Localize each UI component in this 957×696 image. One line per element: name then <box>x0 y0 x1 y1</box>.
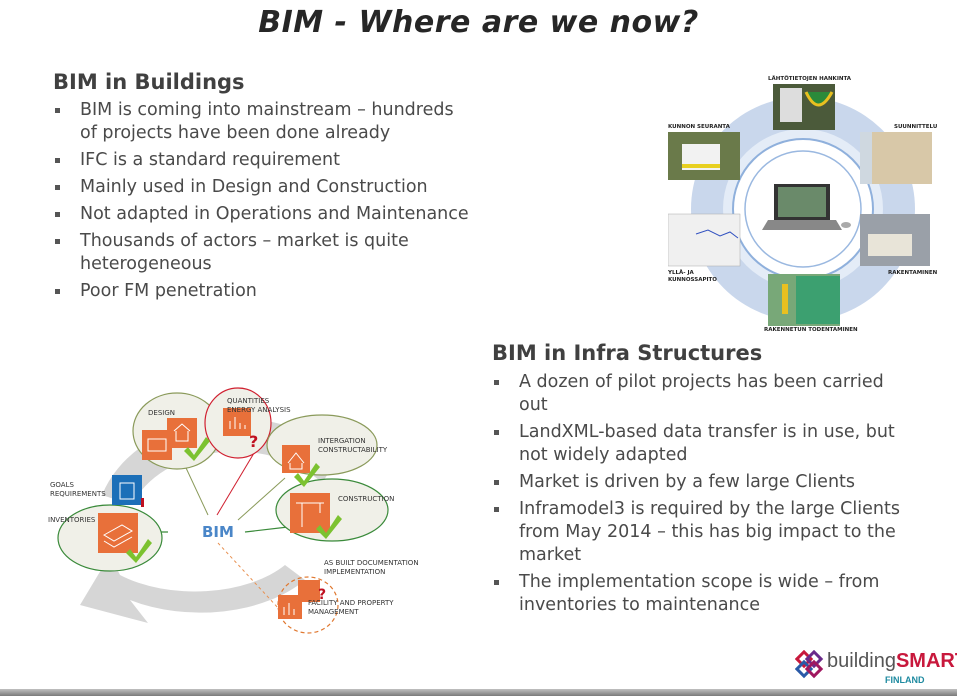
buildings-heading: BIM in Buildings <box>53 70 245 94</box>
bullet-item: Poor FM penetration <box>53 280 473 303</box>
infra-heading: BIM in Infra Structures <box>492 341 763 365</box>
lifecycle-arrow-icon <box>80 555 305 623</box>
cycle-label-bottom-right: RAKENTAMINEN <box>888 270 938 276</box>
bullet-item: BIM is coming into mainstream – hundreds… <box>53 99 473 145</box>
node-quantities: QUANTITIES ENERGY ANALYSIS <box>227 397 291 414</box>
crane-tile-icon <box>290 493 330 533</box>
question-icon: ? <box>318 587 326 603</box>
photo-maintenance <box>667 213 741 267</box>
cycle-label-top-right: SUUNNITTELU <box>894 124 938 130</box>
bullet-item: The implementation scope is wide – from … <box>492 571 912 617</box>
node-construction: CONSTRUCTION <box>338 495 395 503</box>
node-integration: INTERGATION CONSTRUCTABILITY <box>318 437 388 454</box>
bim-lifecycle-diagram: ? ? DESIGN QUANTITIES ENERGY ANALYSIS IN… <box>40 385 440 660</box>
bullet-item: Mainly used in Design and Construction <box>53 176 473 199</box>
buildings-bullet-list: BIM is coming into mainstream – hundreds… <box>53 99 473 307</box>
logo-name-prefix: building <box>827 650 896 672</box>
question-icon: ? <box>249 432 258 451</box>
bullet-item: Inframodel3 is required by the large Cli… <box>492 498 912 567</box>
node-inventories: INVENTORIES <box>48 516 96 524</box>
buildingsmart-logo: buildingSMART FINLAND <box>795 648 957 690</box>
bullet-item: Market is driven by a few large Clients <box>492 471 912 494</box>
node-as-built: AS BUILT DOCUMENTATION IMPLEMENTATION <box>324 559 419 576</box>
chart-tile-icon <box>223 408 251 436</box>
documents-tile-icon <box>98 513 138 553</box>
node-design: DESIGN <box>148 409 175 417</box>
cycle-label-bottom-left: YLLÄ- JA KUNNOSSAPITO <box>668 270 717 283</box>
logo-name-suffix: SMART <box>895 650 957 672</box>
cycle-label-top-left: KUNNON SEURANTA <box>668 124 730 130</box>
house-tile-icon <box>167 418 197 448</box>
exclamation-icon <box>141 498 144 507</box>
infra-bullet-list: A dozen of pilot projects has been carri… <box>492 371 912 621</box>
bullet-item: IFC is a standard requirement <box>53 149 473 172</box>
bullet-item: Thousands of actors – market is quite he… <box>53 230 473 276</box>
bullet-item: LandXML-based data transfer is in use, b… <box>492 421 912 467</box>
cycle-label-top: LÄHTÖTIETOJEN HANKINTA <box>768 76 852 82</box>
node-goals: GOALS REQUIREMENTS <box>50 481 106 498</box>
asbuilt-tile-icon <box>298 580 320 602</box>
building-tile-icon <box>282 445 310 473</box>
infra-lifecycle-diagram: LÄHTÖTIETOJEN HANKINTA KUNNON SEURANTA S… <box>667 76 938 333</box>
logo-subtitle: FINLAND <box>885 675 925 685</box>
requirements-tile-icon <box>112 475 142 505</box>
bim-center-label: BIM <box>202 523 234 541</box>
slide-title: BIM - Where are we now? <box>258 5 699 40</box>
facility-tile-icon <box>278 595 302 619</box>
check-icon <box>126 437 342 563</box>
buildingsmart-logo-icon <box>795 650 824 679</box>
bullet-item: Not adapted in Operations and Maintenanc… <box>53 203 473 226</box>
node-facility: FACILITY AND PROPERTY MANAGEMENT <box>308 599 394 616</box>
footer-bar <box>0 689 957 696</box>
laptop-icon <box>762 184 851 230</box>
cycle-label-bottom: RAKENNETUN TODENTAMINEN <box>764 327 858 333</box>
bullet-item: A dozen of pilot projects has been carri… <box>492 371 912 417</box>
